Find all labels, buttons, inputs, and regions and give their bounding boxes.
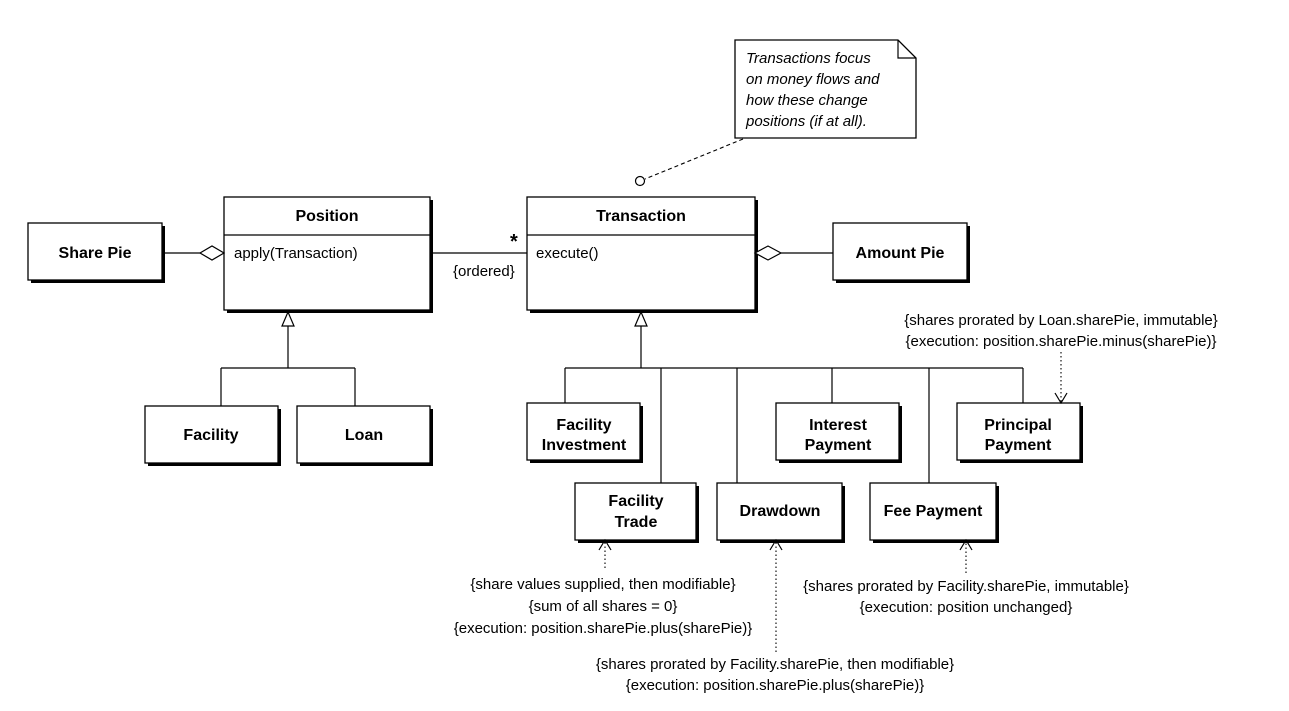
class-position: Position apply(Transaction) [223,196,433,313]
fee-payment-label: Fee Payment [884,503,983,520]
position-label: Position [295,208,358,225]
facility-trade-constraint-2: {sum of all shares = 0} [529,598,678,615]
position-operation: apply(Transaction) [234,245,358,262]
class-amount-pie: Amount Pie [832,222,970,283]
share-pie-label: Share Pie [59,245,132,262]
note-anchor [634,175,646,187]
facility-investment-label-2: Investment [542,437,627,454]
amount-pie-label: Amount Pie [856,245,945,262]
note-line-1: Transactions focus [746,50,871,67]
principal-payment-constraint-2: {execution: position.sharePie.minus(shar… [905,333,1216,350]
facility-trade-constraint-1: {share values supplied, then modifiable} [470,576,735,593]
interest-payment-label-1: Interest [809,417,867,434]
class-facility: Facility [144,405,281,466]
class-facility-investment: Facility Investment [526,402,643,463]
note-line-2: on money flows and [746,71,880,88]
facility-trade-constraint-3: {execution: position.sharePie.plus(share… [454,620,753,637]
class-principal-payment: Principal Payment [956,402,1083,463]
association-constraint: {ordered} [453,263,515,280]
note-line-4: positions (if at all). [745,113,867,130]
facility-investment-label-1: Facility [556,417,611,434]
facility-trade-label-1: Facility [608,493,663,510]
facility-trade-label-2: Trade [615,514,658,531]
transaction-generalization [564,310,1024,483]
class-transaction: Transaction execute() [526,196,758,313]
principal-payment-constraint-arrow [1054,352,1068,405]
association-multiplicity: * [510,231,518,253]
principal-payment-label-1: Principal [984,417,1052,434]
fee-payment-constraint-1: {shares prorated by Facility.sharePie, i… [803,578,1129,595]
note: Transactions focus on money flows and ho… [734,39,917,139]
drawdown-constraint-2: {execution: position.sharePie.plus(share… [626,677,925,694]
drawdown-label: Drawdown [740,503,821,520]
loan-label: Loan [345,427,383,444]
amount-pie-aggregation-diamond [753,245,783,261]
drawdown-constraint-1: {shares prorated by Facility.sharePie, t… [596,656,954,673]
transaction-operation: execute() [536,245,599,262]
class-facility-trade: Facility Trade [574,482,699,543]
facility-label: Facility [183,427,238,444]
note-line-3: how these change [746,92,868,109]
share-pie-aggregation-diamond [198,245,226,261]
principal-payment-label-2: Payment [985,437,1052,454]
class-interest-payment: Interest Payment [775,402,902,463]
class-loan: Loan [296,405,433,466]
fee-payment-constraint-arrow [959,538,973,573]
class-fee-payment: Fee Payment [869,482,999,543]
class-share-pie: Share Pie [27,222,165,283]
transaction-label: Transaction [596,208,686,225]
interest-payment-label-2: Payment [805,437,872,454]
drawdown-constraint-arrow [769,538,783,652]
position-generalization [220,310,356,406]
fee-payment-constraint-2: {execution: position unchanged} [860,599,1073,616]
principal-payment-constraint-1: {shares prorated by Loan.sharePie, immut… [904,312,1218,329]
facility-trade-constraint-arrow [598,538,612,568]
class-drawdown: Drawdown [716,482,845,543]
note-connector [644,138,744,180]
